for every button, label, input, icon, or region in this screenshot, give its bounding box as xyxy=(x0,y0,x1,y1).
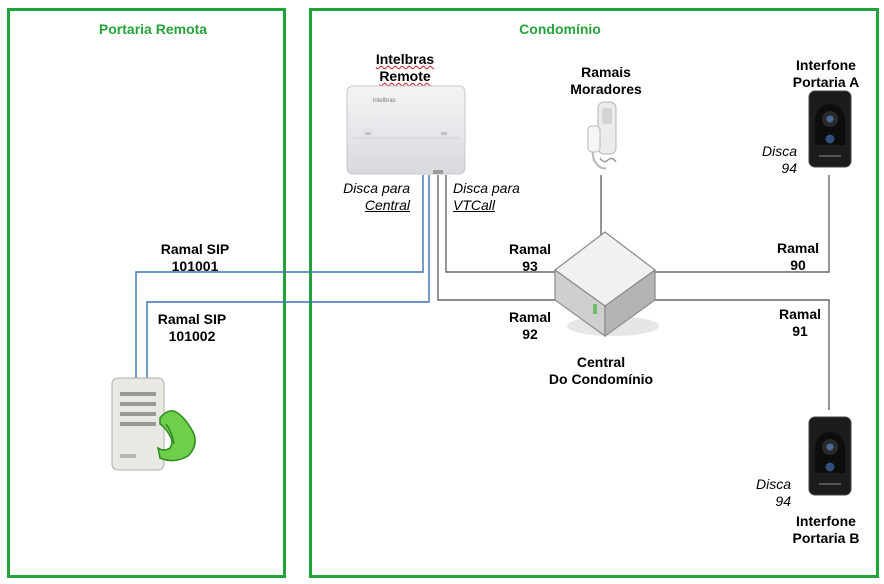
intelbras-remote-name: Intelbras xyxy=(375,51,435,67)
line-ramal-93 xyxy=(445,175,556,273)
portaria-remota-frame xyxy=(7,8,286,578)
disca-para-vtcall-label: Disca para VTCall xyxy=(453,180,535,214)
ramal-93-line2: 93 xyxy=(522,258,538,274)
ramal-92-label: Ramal 92 xyxy=(500,309,560,343)
disca-94-b-line1: Disca xyxy=(755,476,791,492)
line-ramal-92 xyxy=(437,175,556,301)
central-condominio-label: Central Do Condomínio xyxy=(536,354,666,388)
ramal-sip-1-line1: Ramal SIP xyxy=(160,241,230,257)
ramal-sip-101002-label: Ramal SIP 101002 xyxy=(137,311,247,345)
sip-line-101002 xyxy=(146,175,430,378)
central-pabx-cube-icon xyxy=(551,230,663,345)
ramal-93-line1: Ramal xyxy=(508,241,552,257)
disca-para-central-label: Disca para Central xyxy=(328,180,410,214)
interfone-b-line1: Interfone xyxy=(796,513,856,529)
ramais-moradores-line2: Moradores xyxy=(570,81,642,97)
intelbras-remote-model: Remote xyxy=(379,68,431,84)
ramal-92-line1: Ramal xyxy=(508,309,552,325)
interfone-portaria-a-label: Interfone Portaria A xyxy=(776,57,876,91)
ramal-93-label: Ramal 93 xyxy=(500,241,560,275)
interfone-a-line1: Interfone xyxy=(796,57,856,73)
disca-94-a-line2: 94 xyxy=(781,160,797,176)
ramal-90-line1: Ramal xyxy=(776,240,820,256)
disca-vtcall-line2: VTCall xyxy=(453,197,496,213)
interfone-b-line2: Portaria B xyxy=(792,530,860,546)
condominio-frame xyxy=(309,8,879,578)
ramal-91-line2: 91 xyxy=(792,323,808,339)
interfone-a-line2: Portaria A xyxy=(792,74,860,90)
interfone-portaria-b-label: Interfone Portaria B xyxy=(776,513,876,547)
ramal-91-label: Ramal 91 xyxy=(770,306,830,340)
door-intercom-b-icon xyxy=(807,415,853,502)
disca-94-b-label: Disca 94 xyxy=(736,476,791,510)
intercom-phone-icon xyxy=(580,98,626,179)
ramal-92-line2: 92 xyxy=(522,326,538,342)
remote-logo-text: intelbras xyxy=(373,98,396,104)
condominio-title: Condomínio xyxy=(519,21,601,37)
disca-94-a-label: Disca 94 xyxy=(742,143,797,177)
ramal-sip-101001-label: Ramal SIP 101001 xyxy=(140,241,250,275)
central-line1: Central xyxy=(576,354,626,370)
sip-server-computer-icon xyxy=(108,374,198,481)
ramal-sip-2-line1: Ramal SIP xyxy=(157,311,227,327)
disca-central-line2: Central xyxy=(364,197,410,213)
disca-94-a-line1: Disca xyxy=(761,143,797,159)
ramais-moradores-label: Ramais Moradores xyxy=(556,64,656,98)
portaria-remota-title: Portaria Remota xyxy=(98,21,208,37)
line-ramal-90 xyxy=(652,175,830,273)
ramal-sip-1-line2: 101001 xyxy=(171,258,219,274)
intelbras-remote-device-icon: intelbras xyxy=(345,84,467,181)
ramal-91-line1: Ramal xyxy=(778,306,822,322)
ramais-moradores-line1: Ramais xyxy=(581,64,631,80)
disca-central-line1: Disca para xyxy=(343,180,410,196)
disca-vtcall-line1: Disca para xyxy=(453,180,520,196)
central-line2: Do Condomínio xyxy=(548,371,654,387)
ramal-sip-2-line2: 101002 xyxy=(168,328,216,344)
disca-94-b-line2: 94 xyxy=(775,493,791,509)
sip-line-101001 xyxy=(135,175,424,378)
ramal-90-label: Ramal 90 xyxy=(768,240,828,274)
door-intercom-a-icon xyxy=(807,89,853,174)
ramal-90-line2: 90 xyxy=(790,257,806,273)
intelbras-remote-label: Intelbras Remote xyxy=(355,51,455,85)
line-ramal-91 xyxy=(652,299,830,410)
